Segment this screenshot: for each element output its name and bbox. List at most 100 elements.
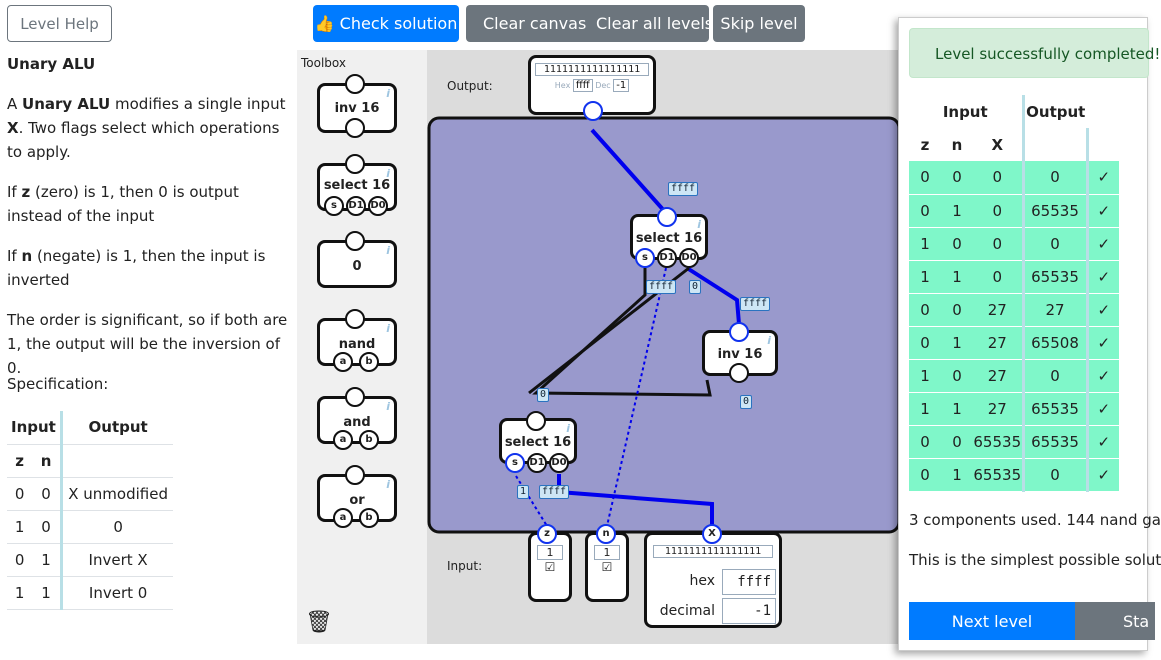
pin-a[interactable]: a xyxy=(333,352,353,372)
skip-level-button[interactable]: Skip level xyxy=(713,5,805,42)
result-z-cell: 0 xyxy=(909,425,941,459)
wire-label-select-bottom-out: 0 xyxy=(537,388,550,402)
level-title: Unary ALU xyxy=(7,55,96,73)
wire-z-to-select-bottom xyxy=(515,475,548,527)
check-icon: ✓ xyxy=(1085,293,1119,327)
select-bottom-out-pin[interactable] xyxy=(526,411,546,431)
check-icon: ✓ xyxy=(1085,458,1119,492)
x-hex-input[interactable]: ffff xyxy=(722,569,776,595)
circuit-canvas xyxy=(427,116,901,534)
select-bottom-d1-pin[interactable]: D1 xyxy=(527,453,547,473)
result-z-cell: 0 xyxy=(909,326,941,360)
pin-out[interactable] xyxy=(345,465,365,485)
select-top-d0-pin[interactable]: D0 xyxy=(679,248,699,268)
spec-input-header: Input xyxy=(7,411,62,445)
trash-icon[interactable]: 🗑 xyxy=(305,610,333,635)
info-icon: i xyxy=(386,322,390,335)
output-pin[interactable] xyxy=(583,101,603,121)
select-bottom-d0-pin[interactable]: D0 xyxy=(549,453,569,473)
z-value[interactable]: 1 xyxy=(537,545,563,560)
info-icon: i xyxy=(386,244,390,257)
pin-out[interactable] xyxy=(345,154,365,174)
input-z-box: 1 ☑ xyxy=(528,532,572,602)
spec-n-header: n xyxy=(32,444,62,478)
wire-inv-to-select-top xyxy=(685,266,741,325)
pin-s[interactable]: s xyxy=(324,196,344,216)
pin-d0[interactable]: D0 xyxy=(368,196,388,216)
result-output-cell: 0 xyxy=(1021,359,1087,393)
next-level-button[interactable]: Next level xyxy=(909,602,1075,640)
result-x-cell: 27 xyxy=(973,326,1023,360)
thumbs-up-icon: 👍 xyxy=(314,14,335,33)
wire-label-inv-out: ffff xyxy=(740,297,771,311)
input-x-pin[interactable]: X xyxy=(702,524,722,544)
result-z-cell: 0 xyxy=(909,293,941,327)
info-icon: i xyxy=(697,218,701,231)
pin-b[interactable]: b xyxy=(359,508,379,528)
check-icon: ✓ xyxy=(1085,194,1119,228)
select-bottom-s-pin[interactable]: s xyxy=(505,453,525,473)
x-hex-label: hex xyxy=(689,573,715,589)
result-x-cell: 27 xyxy=(973,359,1023,393)
input-z-pin[interactable]: z xyxy=(537,524,557,544)
wire-label-s-top: ffff xyxy=(646,280,677,294)
check-solution-button[interactable]: 👍 Check solution xyxy=(313,5,459,42)
pin-a[interactable]: a xyxy=(333,508,353,528)
pin-d1[interactable]: D1 xyxy=(346,196,366,216)
toolbar: 👍 Check solution Clear canvas Clear all … xyxy=(297,0,897,50)
inv-out-pin[interactable] xyxy=(729,322,749,342)
info-icon: i xyxy=(386,400,390,413)
input-x-box: 1111111111111111 hex ffff decimal -1 xyxy=(644,532,782,628)
stay-button[interactable]: Sta xyxy=(1075,602,1155,640)
info-icon: i xyxy=(386,167,390,180)
result-x-cell: 0 xyxy=(973,260,1023,294)
clear-button-group xyxy=(466,5,709,42)
spec-output-cell: 0 xyxy=(59,510,174,544)
negate-flag-paragraph: If n (negate) is 1, then the input is in… xyxy=(7,247,266,289)
wire-select-top-to-output xyxy=(590,128,669,216)
select-top-out-pin[interactable] xyxy=(657,207,677,227)
input-n-pin[interactable]: n xyxy=(596,524,616,544)
x-bits[interactable]: 1111111111111111 xyxy=(653,545,773,558)
pin-out[interactable] xyxy=(345,231,365,251)
result-n-cell: 1 xyxy=(941,458,973,492)
info-icon: i xyxy=(566,422,570,435)
clear-all-levels-button[interactable]: Clear all levels xyxy=(596,14,714,33)
wire-n-to-select-top xyxy=(606,267,667,527)
specification-label: Specification: xyxy=(7,375,109,393)
result-output-cell: 27 xyxy=(1021,293,1087,327)
select-top-s-pin[interactable]: s xyxy=(635,248,655,268)
result-z-cell: 1 xyxy=(909,227,941,261)
pin-b[interactable]: b xyxy=(359,430,379,450)
pin-b[interactable]: b xyxy=(359,352,379,372)
pin-out[interactable] xyxy=(345,309,365,329)
result-z-cell: 0 xyxy=(909,194,941,228)
spec-z-cell: 1 xyxy=(7,576,33,610)
wire-label-d0-top: 0 xyxy=(689,280,702,294)
x-decimal-input[interactable]: -1 xyxy=(722,598,776,624)
result-x-header: X xyxy=(991,135,1004,154)
info-icon: i xyxy=(386,478,390,491)
pin-out[interactable] xyxy=(345,387,365,407)
result-output-cell: 65535 xyxy=(1021,425,1087,459)
pin-out[interactable] xyxy=(345,118,365,138)
select-top-d1-pin[interactable]: D1 xyxy=(657,248,677,268)
check-icon: ✓ xyxy=(1085,392,1119,426)
pin-in[interactable] xyxy=(345,74,365,94)
n-value[interactable]: 1 xyxy=(594,545,620,560)
output-hex: ffff xyxy=(572,79,593,92)
z-checkbox[interactable]: ☑ xyxy=(544,560,556,574)
level-help-button[interactable]: Level Help xyxy=(7,5,112,42)
wire-zero-select-loop xyxy=(532,268,712,397)
n-checkbox[interactable]: ☑ xyxy=(601,560,613,574)
inv-in-pin[interactable] xyxy=(729,363,749,383)
pin-a[interactable]: a xyxy=(333,430,353,450)
result-n-cell: 1 xyxy=(941,260,973,294)
clear-canvas-button[interactable]: Clear canvas xyxy=(483,14,587,33)
